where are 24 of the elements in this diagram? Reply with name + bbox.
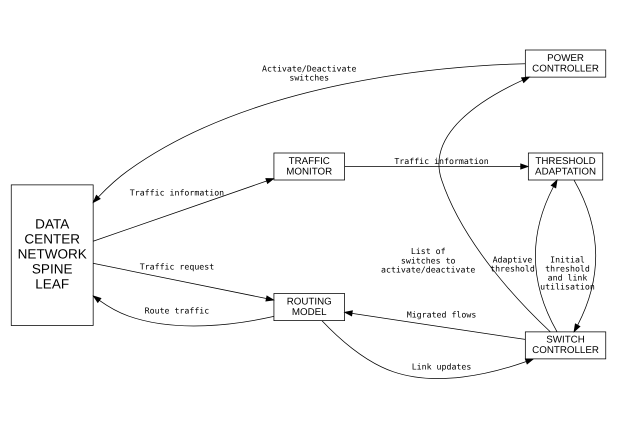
arrow (92, 62, 526, 203)
node-box: SWITCH CONTROLLER (524, 330, 606, 359)
arrow (322, 320, 534, 378)
arrow (535, 178, 558, 332)
arrow (92, 294, 274, 326)
node-box: THRESHOLD ADAPTATION (528, 152, 604, 180)
edge-label: Traffic information (130, 187, 224, 198)
arrow (93, 262, 275, 302)
edge-label: Activate/Deactivate switches (262, 63, 356, 82)
edge-label: Adaptive threshold (490, 254, 535, 274)
arrow (438, 76, 551, 332)
arrow (344, 310, 526, 340)
arrow (344, 162, 530, 170)
arrow (573, 179, 596, 332)
edge-label: Traffic request (140, 260, 214, 271)
edge-label: Link updates (412, 360, 472, 371)
node-box: DATA CENTER NETWORK SPINE LEAF (10, 184, 94, 326)
edge-label: Route traffic (144, 305, 210, 316)
edge-label: List of switches to activate/deactivate (381, 246, 476, 274)
arrow (93, 178, 275, 241)
node-box: TRAFFIC MONITOR (274, 152, 345, 180)
edge-label: Migrated flows (406, 308, 476, 319)
node-box: ROUTING MODEL (274, 292, 345, 320)
node-box: POWER CONTROLLER (524, 49, 606, 77)
